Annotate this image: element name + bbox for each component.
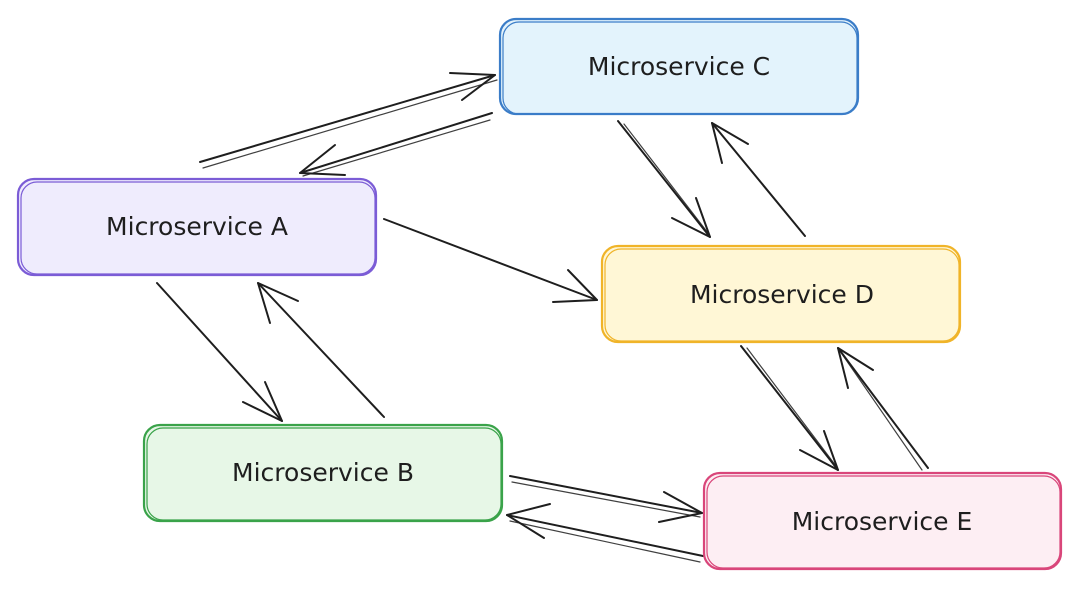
node-microservice-d[interactable]: Microservice D — [600, 244, 962, 344]
edge-c-to-a-line — [299, 112, 493, 174]
node-box — [702, 471, 1063, 571]
edge-b-to-a-line — [257, 282, 385, 418]
node-microservice-e[interactable]: Microservice E — [702, 471, 1063, 571]
edge-c-to-d — [617, 120, 711, 238]
edge-a-to-d-arrowhead — [552, 269, 598, 303]
node-label: Microservice C — [588, 52, 770, 81]
edge-d-to-c-arrowhead — [711, 122, 749, 164]
edge-e-to-b — [506, 503, 704, 563]
edge-e-to-d-arrowhead — [837, 347, 874, 389]
edge-b-to-a — [257, 282, 385, 418]
node-box — [142, 423, 504, 523]
edge-a-to-b — [156, 282, 283, 422]
node-microservice-c[interactable]: Microservice C — [498, 17, 860, 116]
edge-a-to-d — [383, 218, 598, 303]
edge-e-to-d-stroke2 — [841, 353, 923, 471]
edge-d-to-e-line — [740, 345, 839, 471]
node-label: Microservice B — [232, 458, 414, 487]
edge-e-to-b-stroke2 — [509, 520, 701, 563]
edge-d-to-c-line — [711, 122, 806, 237]
edge-c-to-d-stroke2 — [623, 123, 709, 234]
node-microservice-b[interactable]: Microservice B — [142, 423, 504, 523]
node-microservice-a[interactable]: Microservice A — [16, 177, 378, 277]
node-box-outline — [20, 181, 376, 275]
edge-a-to-b-arrowhead — [242, 381, 283, 422]
edge-b-to-a-arrowhead — [257, 282, 299, 324]
edge-a-to-c-line — [199, 74, 496, 163]
edge-b-to-e-stroke2 — [511, 481, 701, 518]
node-box — [600, 244, 962, 344]
node-label: Microservice E — [792, 507, 973, 536]
edge-a-to-c-stroke2 — [202, 79, 498, 169]
edge-a-to-b-line — [156, 282, 283, 422]
nodes-layer: Microservice C Microservice A Microservi… — [16, 17, 1063, 571]
edge-d-to-c — [711, 122, 806, 237]
node-box-outline — [706, 475, 1061, 569]
edge-d-to-e-stroke2 — [746, 347, 837, 467]
edge-c-to-a-arrowhead — [299, 144, 346, 176]
edge-c-to-d-line — [617, 120, 711, 238]
node-box-outline — [604, 248, 960, 342]
edge-e-to-b-line — [506, 514, 704, 557]
node-label: Microservice A — [106, 212, 288, 241]
edge-e-to-d — [837, 347, 929, 471]
edge-a-to-d-line — [383, 218, 598, 301]
node-box — [16, 177, 378, 277]
edge-d-to-e-arrowhead — [799, 430, 839, 471]
node-box-outline — [502, 21, 858, 115]
edges-layer — [156, 72, 929, 563]
edge-b-to-e — [509, 475, 703, 523]
edge-a-to-c-arrowhead — [449, 72, 496, 101]
edge-a-to-c — [199, 72, 498, 169]
edge-c-to-a-stroke2 — [302, 119, 491, 177]
edge-d-to-e — [740, 345, 839, 471]
edge-b-to-e-arrowhead — [658, 491, 703, 523]
edge-c-to-a — [299, 112, 493, 177]
edge-e-to-d-line — [837, 347, 929, 469]
edge-c-to-d-arrowhead — [671, 197, 711, 238]
edge-b-to-e-line — [509, 475, 703, 514]
edge-e-to-b-arrowhead — [506, 503, 551, 539]
node-box-outline — [146, 427, 502, 521]
node-label: Microservice D — [690, 280, 874, 309]
